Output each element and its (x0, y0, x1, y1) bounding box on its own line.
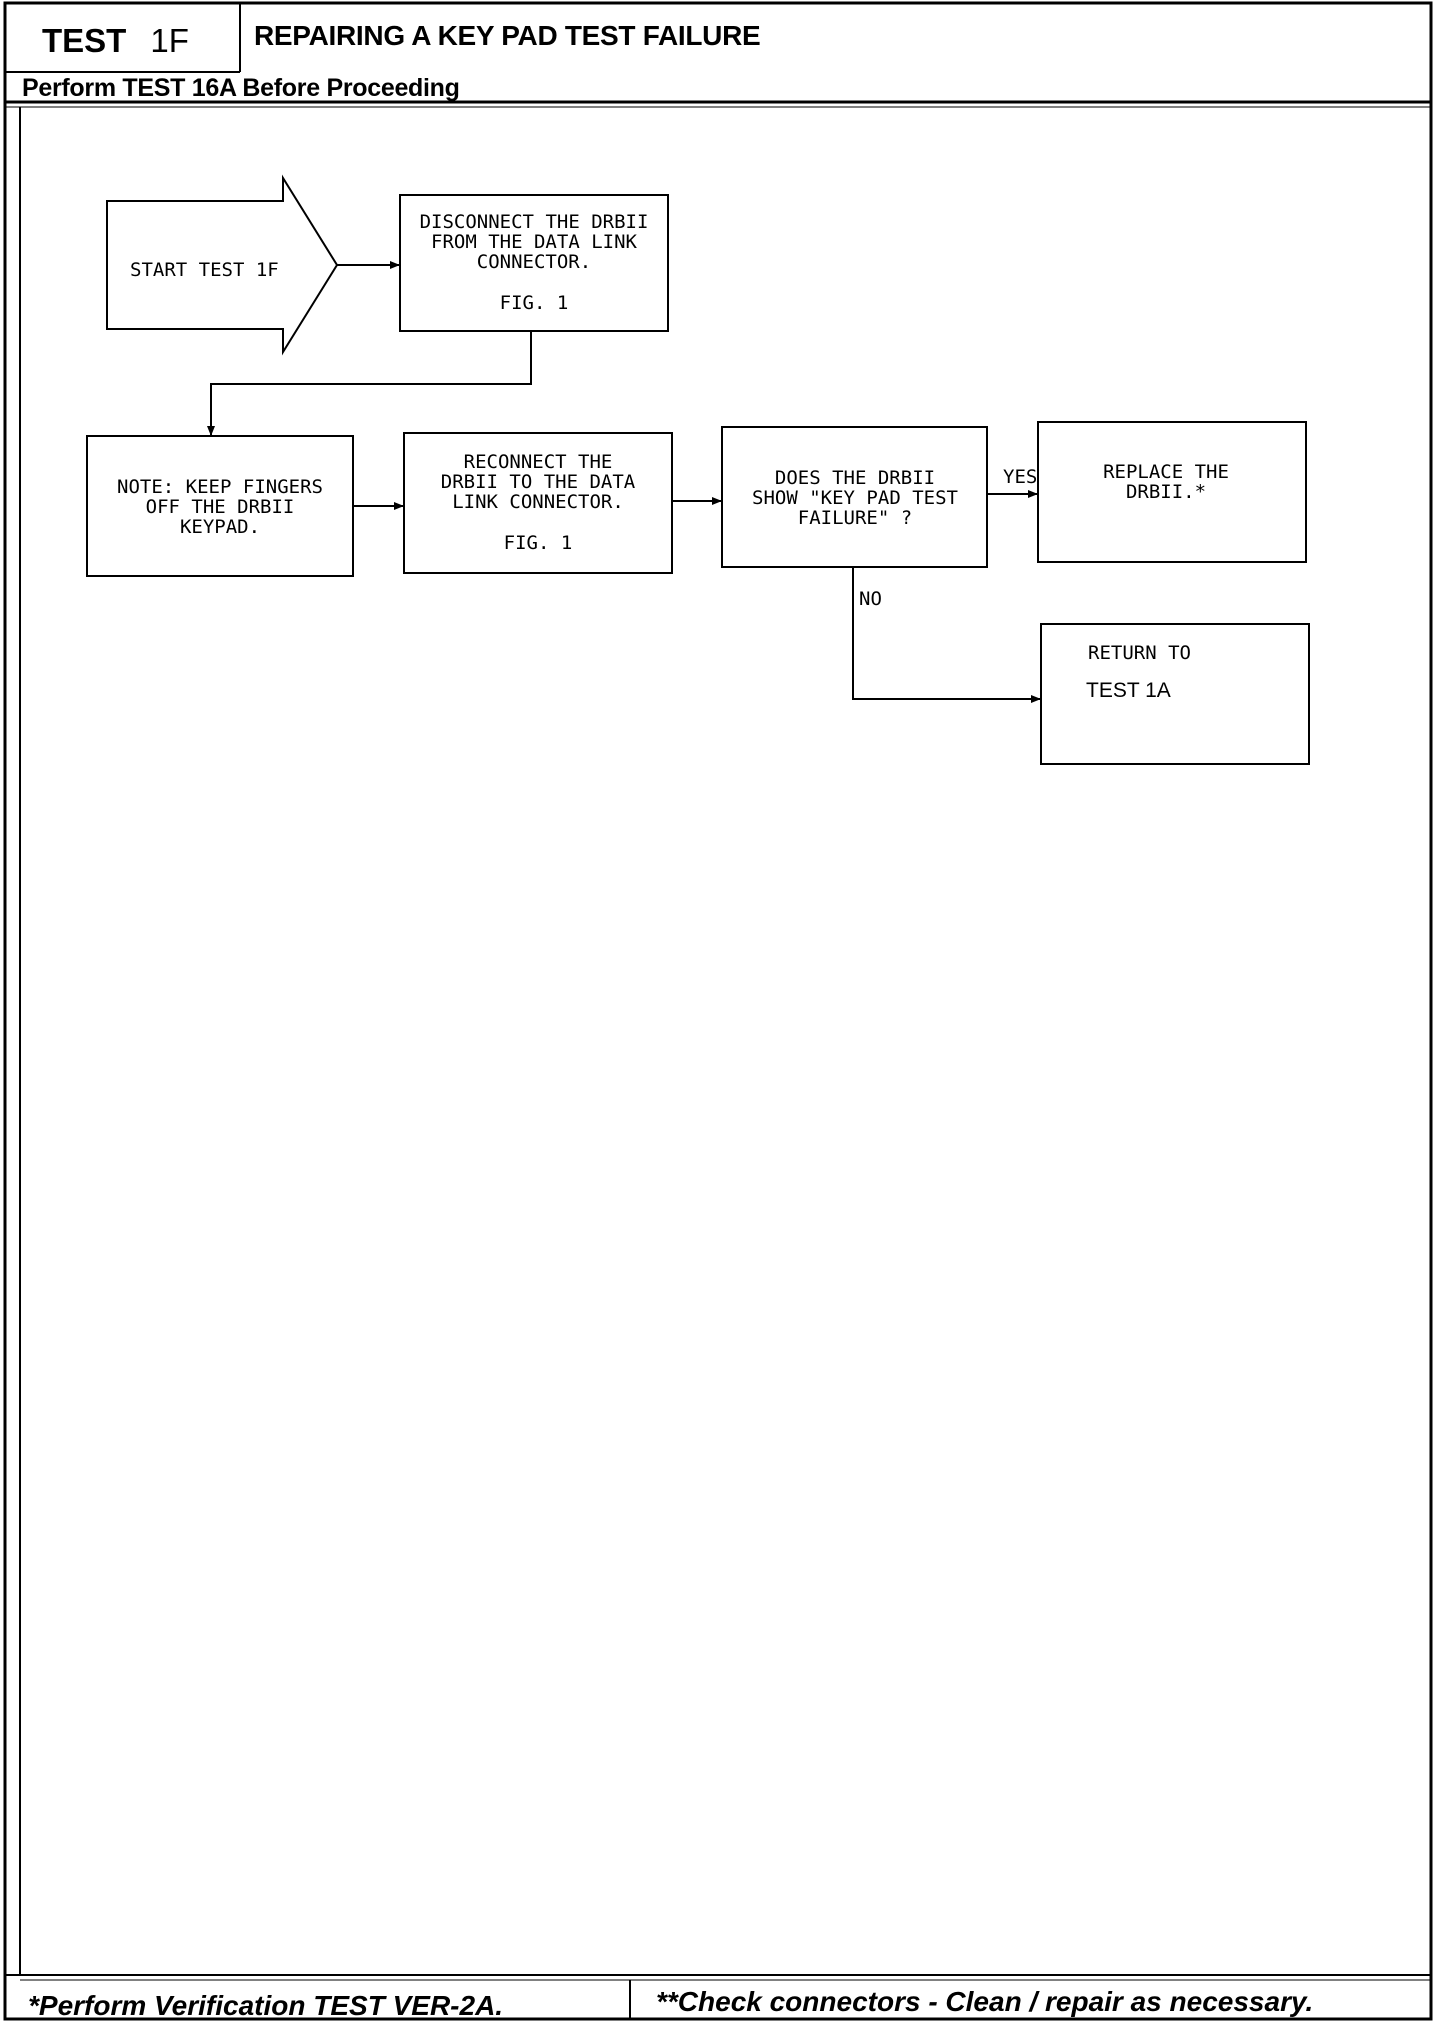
decision-box (721, 426, 988, 568)
no-label: NO (859, 588, 882, 610)
header-test-cell: TEST 1F (42, 22, 189, 60)
yes-label: YES (1003, 466, 1037, 488)
replace-line-1: REPLACE THE (1103, 461, 1229, 483)
disconnect-box (399, 194, 669, 332)
return-line-1: RETURN TO (1088, 642, 1191, 664)
note-line-1: NOTE: KEEP FINGERS (117, 476, 323, 498)
reconnect-line-1: RECONNECT THE (464, 451, 613, 473)
reconnect-line-3: LINK CONNECTOR. (452, 491, 624, 513)
replace-line-2: DRBII.* (1126, 481, 1206, 503)
header-test-id: 1F (150, 22, 189, 59)
decision-line-2: SHOW "KEY PAD TEST (752, 487, 958, 509)
header-test-label: TEST (42, 22, 127, 59)
disconnect-line-1: DISCONNECT THE DRBII (420, 211, 649, 233)
return-box (1040, 623, 1310, 765)
replace-box (1037, 421, 1307, 563)
note-line-2: OFF THE DRBII (146, 496, 295, 518)
decision-line-1: DOES THE DRBII (775, 467, 935, 489)
note-line-3: KEYPAD. (180, 516, 260, 538)
footer-verification-note: *Perform Verification TEST VER-2A. (28, 1990, 504, 2021)
decision-line-3: FAILURE" ? (798, 507, 912, 529)
outer-border (3, 1, 1433, 2021)
start-text: START TEST 1F (130, 259, 279, 281)
page-title: REPAIRING A KEY PAD TEST FAILURE (254, 20, 761, 51)
arrow-decision-no (852, 567, 1041, 703)
disconnect-fig-ref: FIG. 1 (500, 292, 569, 314)
disconnect-line-2: FROM THE DATA LINK (431, 231, 637, 253)
start-arrow-shape (106, 174, 339, 356)
disconnect-line-3: CONNECTOR. (477, 251, 591, 273)
arrow-disconnect-to-note (207, 331, 532, 436)
reconnect-line-2: DRBII TO THE DATA (441, 471, 636, 493)
reconnect-fig-ref: FIG. 1 (504, 532, 573, 554)
prerequisite-note: Perform TEST 16A Before Proceeding (22, 74, 460, 102)
return-line-2: TEST 1A (1086, 679, 1171, 702)
reconnect-box (403, 432, 673, 574)
footer-connector-note: **Check connectors - Clean / repair as n… (656, 1986, 1314, 2017)
